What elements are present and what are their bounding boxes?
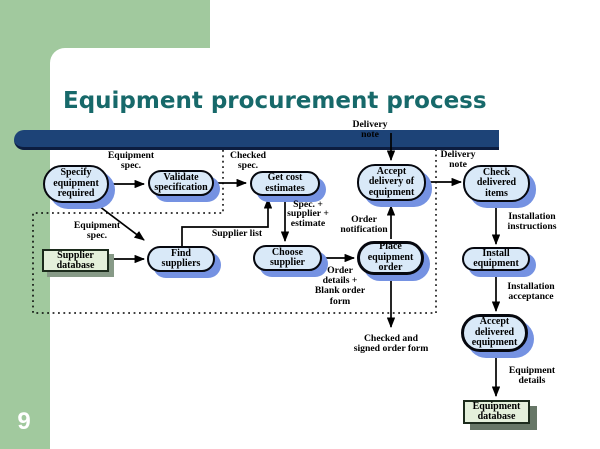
label-installation-instructions: Installation instructions <box>507 211 557 233</box>
node-place-equipment-order: Place equipment order <box>357 241 424 275</box>
slide-title: Equipment procurement process <box>63 88 487 114</box>
label-delivery-note-top: Delivery note <box>352 119 388 141</box>
node-validate-specification: Validate specification <box>148 170 214 196</box>
green-left-strip <box>0 0 50 449</box>
label-equipment-details: Equipment details <box>508 365 556 387</box>
edge-specify-to-findsuppliers <box>94 202 145 241</box>
node-find-suppliers: Find suppliers <box>147 246 215 272</box>
label-installation-acceptance: Installation acceptance <box>507 281 555 303</box>
node-install-equipment: Install equipment <box>462 247 530 271</box>
node-accept-delivered-equipment: Accept delivered equipment <box>461 314 528 352</box>
flow-arrows <box>94 133 501 398</box>
label-checked-signed-order-form: Checked and signed order form <box>353 333 429 355</box>
label-supplier-list: Supplier list <box>211 228 263 239</box>
node-specify-equipment-required: Specify equipment required <box>43 165 109 203</box>
title-underline-bar <box>14 130 499 150</box>
label-spec-supplier-estimate: Spec. + supplier + estimate <box>287 199 329 229</box>
node-choose-supplier: Choose supplier <box>253 245 322 271</box>
process-boundary-dashed <box>32 150 437 314</box>
node-check-delivered-items: Check delivered items <box>463 165 530 202</box>
node-accept-delivery-of-equipment: Accept delivery of equipment <box>357 164 426 201</box>
label-delivery-note-right: Delivery note <box>440 149 476 171</box>
label-order-details: Order details + Blank order form <box>314 265 366 307</box>
page-number: 9 <box>17 408 31 435</box>
node-equipment-database: Equipment database <box>463 400 530 424</box>
label-order-notification: Order notification <box>340 214 388 236</box>
node-supplier-database: Supplier database <box>42 249 109 272</box>
edge-findsuppliers-to-getcost <box>181 197 273 246</box>
node-get-cost-estimates: Get cost estimates <box>250 171 320 196</box>
label-equipment-spec-top: Equipment spec. <box>107 150 155 172</box>
label-checked-spec: Checked spec. <box>229 150 267 172</box>
label-equipment-spec-2: Equipment spec. <box>73 220 121 242</box>
